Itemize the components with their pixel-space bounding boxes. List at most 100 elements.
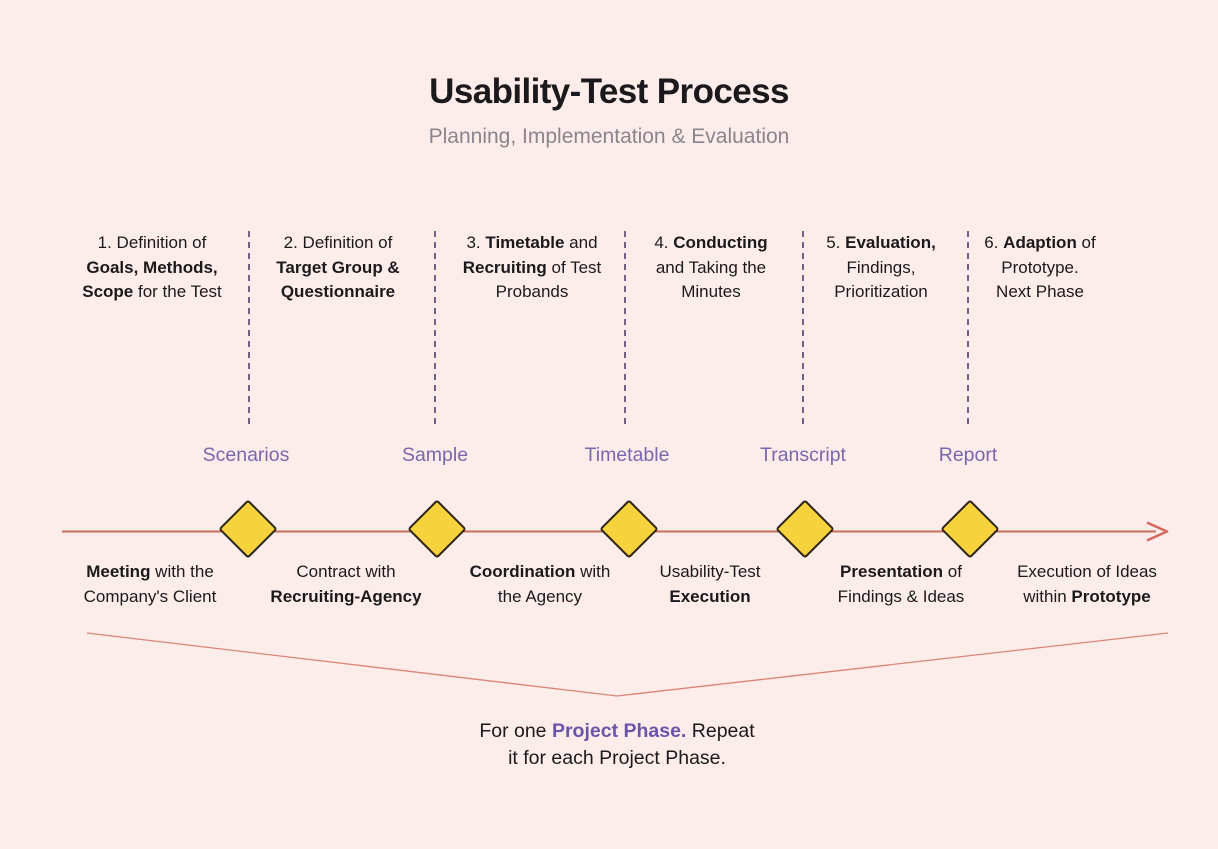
milestone-diamond-icon — [218, 499, 278, 559]
text-segment: Probands — [495, 282, 569, 301]
text-segment: Presentation — [840, 562, 944, 581]
text-segment: and — [564, 233, 598, 252]
text-line: Next Phase — [984, 280, 1095, 305]
text-segment: within — [1023, 587, 1072, 606]
text-segment: Prototype. — [1001, 257, 1079, 277]
milestone-diamond-icon — [940, 499, 1000, 559]
text-line: Presentation of — [838, 559, 965, 584]
text-segment: Evaluation, — [845, 233, 936, 252]
text-line: Scope for the Test — [82, 280, 222, 305]
text-segment: 6. — [984, 233, 1004, 252]
text-segment: 4. — [654, 233, 674, 252]
text-segment: For one — [479, 720, 552, 742]
phase-separator-line — [434, 231, 436, 428]
text-segment: Contract with — [296, 562, 396, 581]
text-line: within Prototype — [1017, 584, 1157, 609]
text-segment: for the Test — [133, 282, 222, 301]
text-line: Contract with — [270, 559, 421, 584]
text-segment: Conducting — [673, 233, 768, 252]
text-line: 6. Adaption of — [984, 231, 1095, 256]
phase-column-2: 2. Definition of Target Group & Questionna… — [276, 231, 399, 305]
text-line: Coordination with — [470, 559, 611, 584]
text-line: Goals, Methods, — [82, 256, 222, 281]
text-line: 2. Definition of — [276, 231, 399, 256]
text-segment: Target Group & — [276, 257, 400, 277]
text-segment: Prioritization — [834, 282, 928, 301]
phase-separator-line — [802, 231, 804, 428]
text-segment: Meeting — [86, 562, 151, 581]
text-segment: and Taking the — [655, 257, 767, 277]
activity-column-6: Execution of Ideas within Prototype — [1017, 559, 1157, 609]
text-segment: of — [1076, 233, 1096, 252]
text-segment: with — [575, 562, 611, 581]
text-line: For one Project Phase. Repeat — [479, 718, 754, 745]
text-line: and Taking the — [654, 256, 767, 281]
text-segment: Usability-Test — [659, 562, 761, 581]
text-segment: Execution of Ideas — [1017, 562, 1157, 581]
text-line: 1. Definition of — [82, 231, 222, 256]
text-segment: Project Phase. — [551, 720, 687, 742]
text-line: 5. Evaluation, — [826, 231, 936, 256]
text-line: Execution — [659, 584, 760, 609]
milestone-label-timetable: Timetable — [584, 444, 670, 466]
text-segment: Goals, Methods, — [86, 257, 218, 277]
text-segment: Questionnaire — [280, 282, 396, 301]
text-segment: of Test — [546, 257, 602, 277]
diagram-header: Usability-Test Process Planning, Impleme… — [0, 0, 1218, 149]
text-segment: Findings & Ideas — [837, 587, 965, 606]
text-segment: Adaption — [1003, 233, 1077, 252]
text-segment: 2. Definition of — [283, 233, 393, 252]
text-line: Questionnaire — [276, 280, 399, 305]
text-line: Findings & Ideas — [838, 584, 965, 609]
milestone-label-report: Report — [938, 444, 998, 466]
project-phase-brace-line — [86, 632, 1169, 697]
milestone-label-transcript: Transcript — [760, 444, 846, 466]
text-segment: Next Phase — [996, 282, 1084, 301]
text-segment: Prototype — [1071, 587, 1151, 606]
text-segment: Findings, — [846, 257, 916, 277]
text-segment: Timetable — [485, 233, 565, 252]
phase-column-5: 5. Evaluation,Findings,Prioritization — [826, 231, 936, 305]
text-segment: the Agency — [497, 587, 583, 606]
text-segment: Repeat — [686, 720, 755, 742]
milestone-diamond-icon — [775, 499, 835, 559]
text-line: Meeting with the — [84, 559, 217, 584]
page-title: Usability-Test Process — [429, 72, 789, 111]
page-subtitle: Planning, Implementation & Evaluation — [428, 125, 790, 148]
activity-column-3: Coordination with the Agency — [470, 559, 611, 609]
milestone-diamond-icon — [407, 499, 467, 559]
phase-separator-line — [967, 231, 969, 428]
text-segment: it for each Project Phase. — [508, 746, 726, 769]
text-line: Usability-Test — [659, 559, 760, 584]
text-line: Recruiting of Test — [463, 256, 602, 281]
text-line: the Agency — [470, 584, 611, 609]
text-segment: Execution — [669, 587, 751, 606]
text-line: Probands — [463, 280, 602, 305]
text-segment: Minutes — [681, 282, 741, 301]
text-line: Recruiting-Agency — [270, 584, 421, 609]
text-segment: 5. — [826, 233, 846, 252]
text-line: Prioritization — [826, 280, 936, 305]
phase-separator-line — [624, 231, 626, 428]
text-line: 4. Conducting — [654, 231, 767, 256]
text-segment: Recruiting-Agency — [270, 587, 422, 606]
text-line: Target Group & — [276, 256, 399, 281]
text-line: Minutes — [654, 280, 767, 305]
text-line: Findings, — [826, 256, 936, 281]
text-segment: Company's Client — [83, 587, 217, 606]
text-line: Company's Client — [84, 584, 217, 609]
text-segment: of — [943, 562, 962, 581]
text-segment: 1. Definition of — [97, 233, 207, 252]
milestone-diamond-icon — [599, 499, 659, 559]
text-line: Execution of Ideas — [1017, 559, 1157, 584]
timeline-arrowhead-icon — [1146, 521, 1169, 542]
text-segment: Recruiting — [462, 257, 547, 277]
